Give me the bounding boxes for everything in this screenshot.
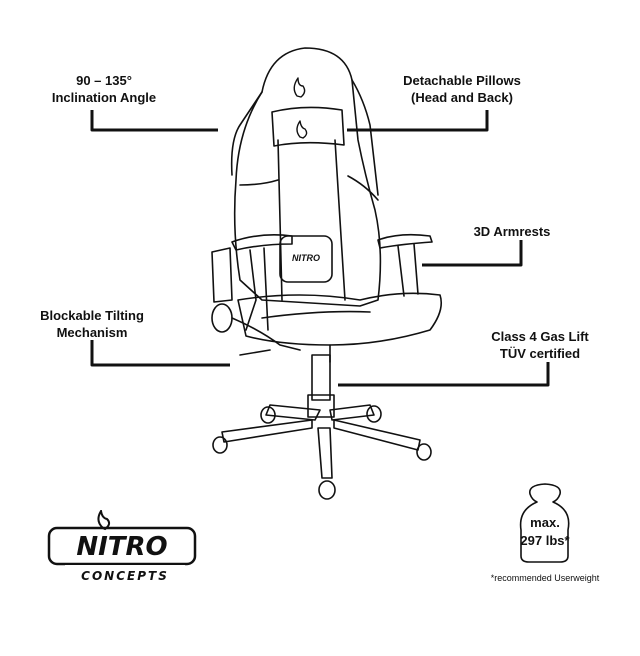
weight-footnote: *recommended Userweight <box>490 573 600 583</box>
max-label: max. <box>530 515 560 530</box>
backrest <box>230 47 382 307</box>
inclination-leader <box>90 110 218 132</box>
max-weight-value: 297 lbs* <box>520 533 570 548</box>
tilting-leader <box>90 340 230 367</box>
lumbar-pillow <box>279 235 333 283</box>
flame-icon <box>293 77 308 139</box>
inclination-text: Inclination Angle <box>51 90 157 105</box>
gaslift-subtext: TÜV certified <box>499 346 581 361</box>
nitro-concepts-logo: NITRO CONCEPTS <box>47 510 197 583</box>
max-weight: max. 297 lbs* <box>520 514 569 550</box>
callout-lines <box>90 110 550 387</box>
logo-brand-text: NITRO <box>76 532 167 562</box>
right-armrest <box>377 233 433 297</box>
gas-lift <box>307 354 335 418</box>
tilt-mechanism <box>211 303 301 356</box>
gaslift-leader <box>338 362 550 387</box>
armrests-leader <box>422 240 523 267</box>
weight-icon <box>519 483 570 563</box>
pillows-leader <box>347 110 489 132</box>
head-pillow <box>271 106 345 147</box>
inclination-range: 90 – 135° <box>76 73 132 88</box>
pillows-label: Detachable Pillows (Head and Back) <box>403 72 521 106</box>
tilting-text: Blockable Tilting <box>40 308 144 323</box>
armrests-text: 3D Armrests <box>473 224 551 239</box>
armrests-label: 3D Armrests <box>474 223 551 240</box>
casters <box>212 405 432 500</box>
gaslift-label: Class 4 Gas Lift TÜV certified <box>491 328 589 362</box>
pillows-subtext: (Head and Back) <box>411 90 513 105</box>
pillows-text: Detachable Pillows <box>403 73 521 88</box>
gaslift-text: Class 4 Gas Lift <box>491 329 589 344</box>
inclination-label: 90 – 135° Inclination Angle <box>52 72 156 106</box>
logo-flame-icon <box>97 510 111 531</box>
logo-sub-text: CONCEPTS <box>81 569 169 583</box>
star-base <box>221 404 421 479</box>
tilting-label: Blockable Tilting Mechanism <box>40 307 144 341</box>
tilting-subtext: Mechanism <box>56 325 128 340</box>
left-armrest <box>211 234 293 331</box>
pillow-logo-text: NITRO <box>292 253 320 263</box>
